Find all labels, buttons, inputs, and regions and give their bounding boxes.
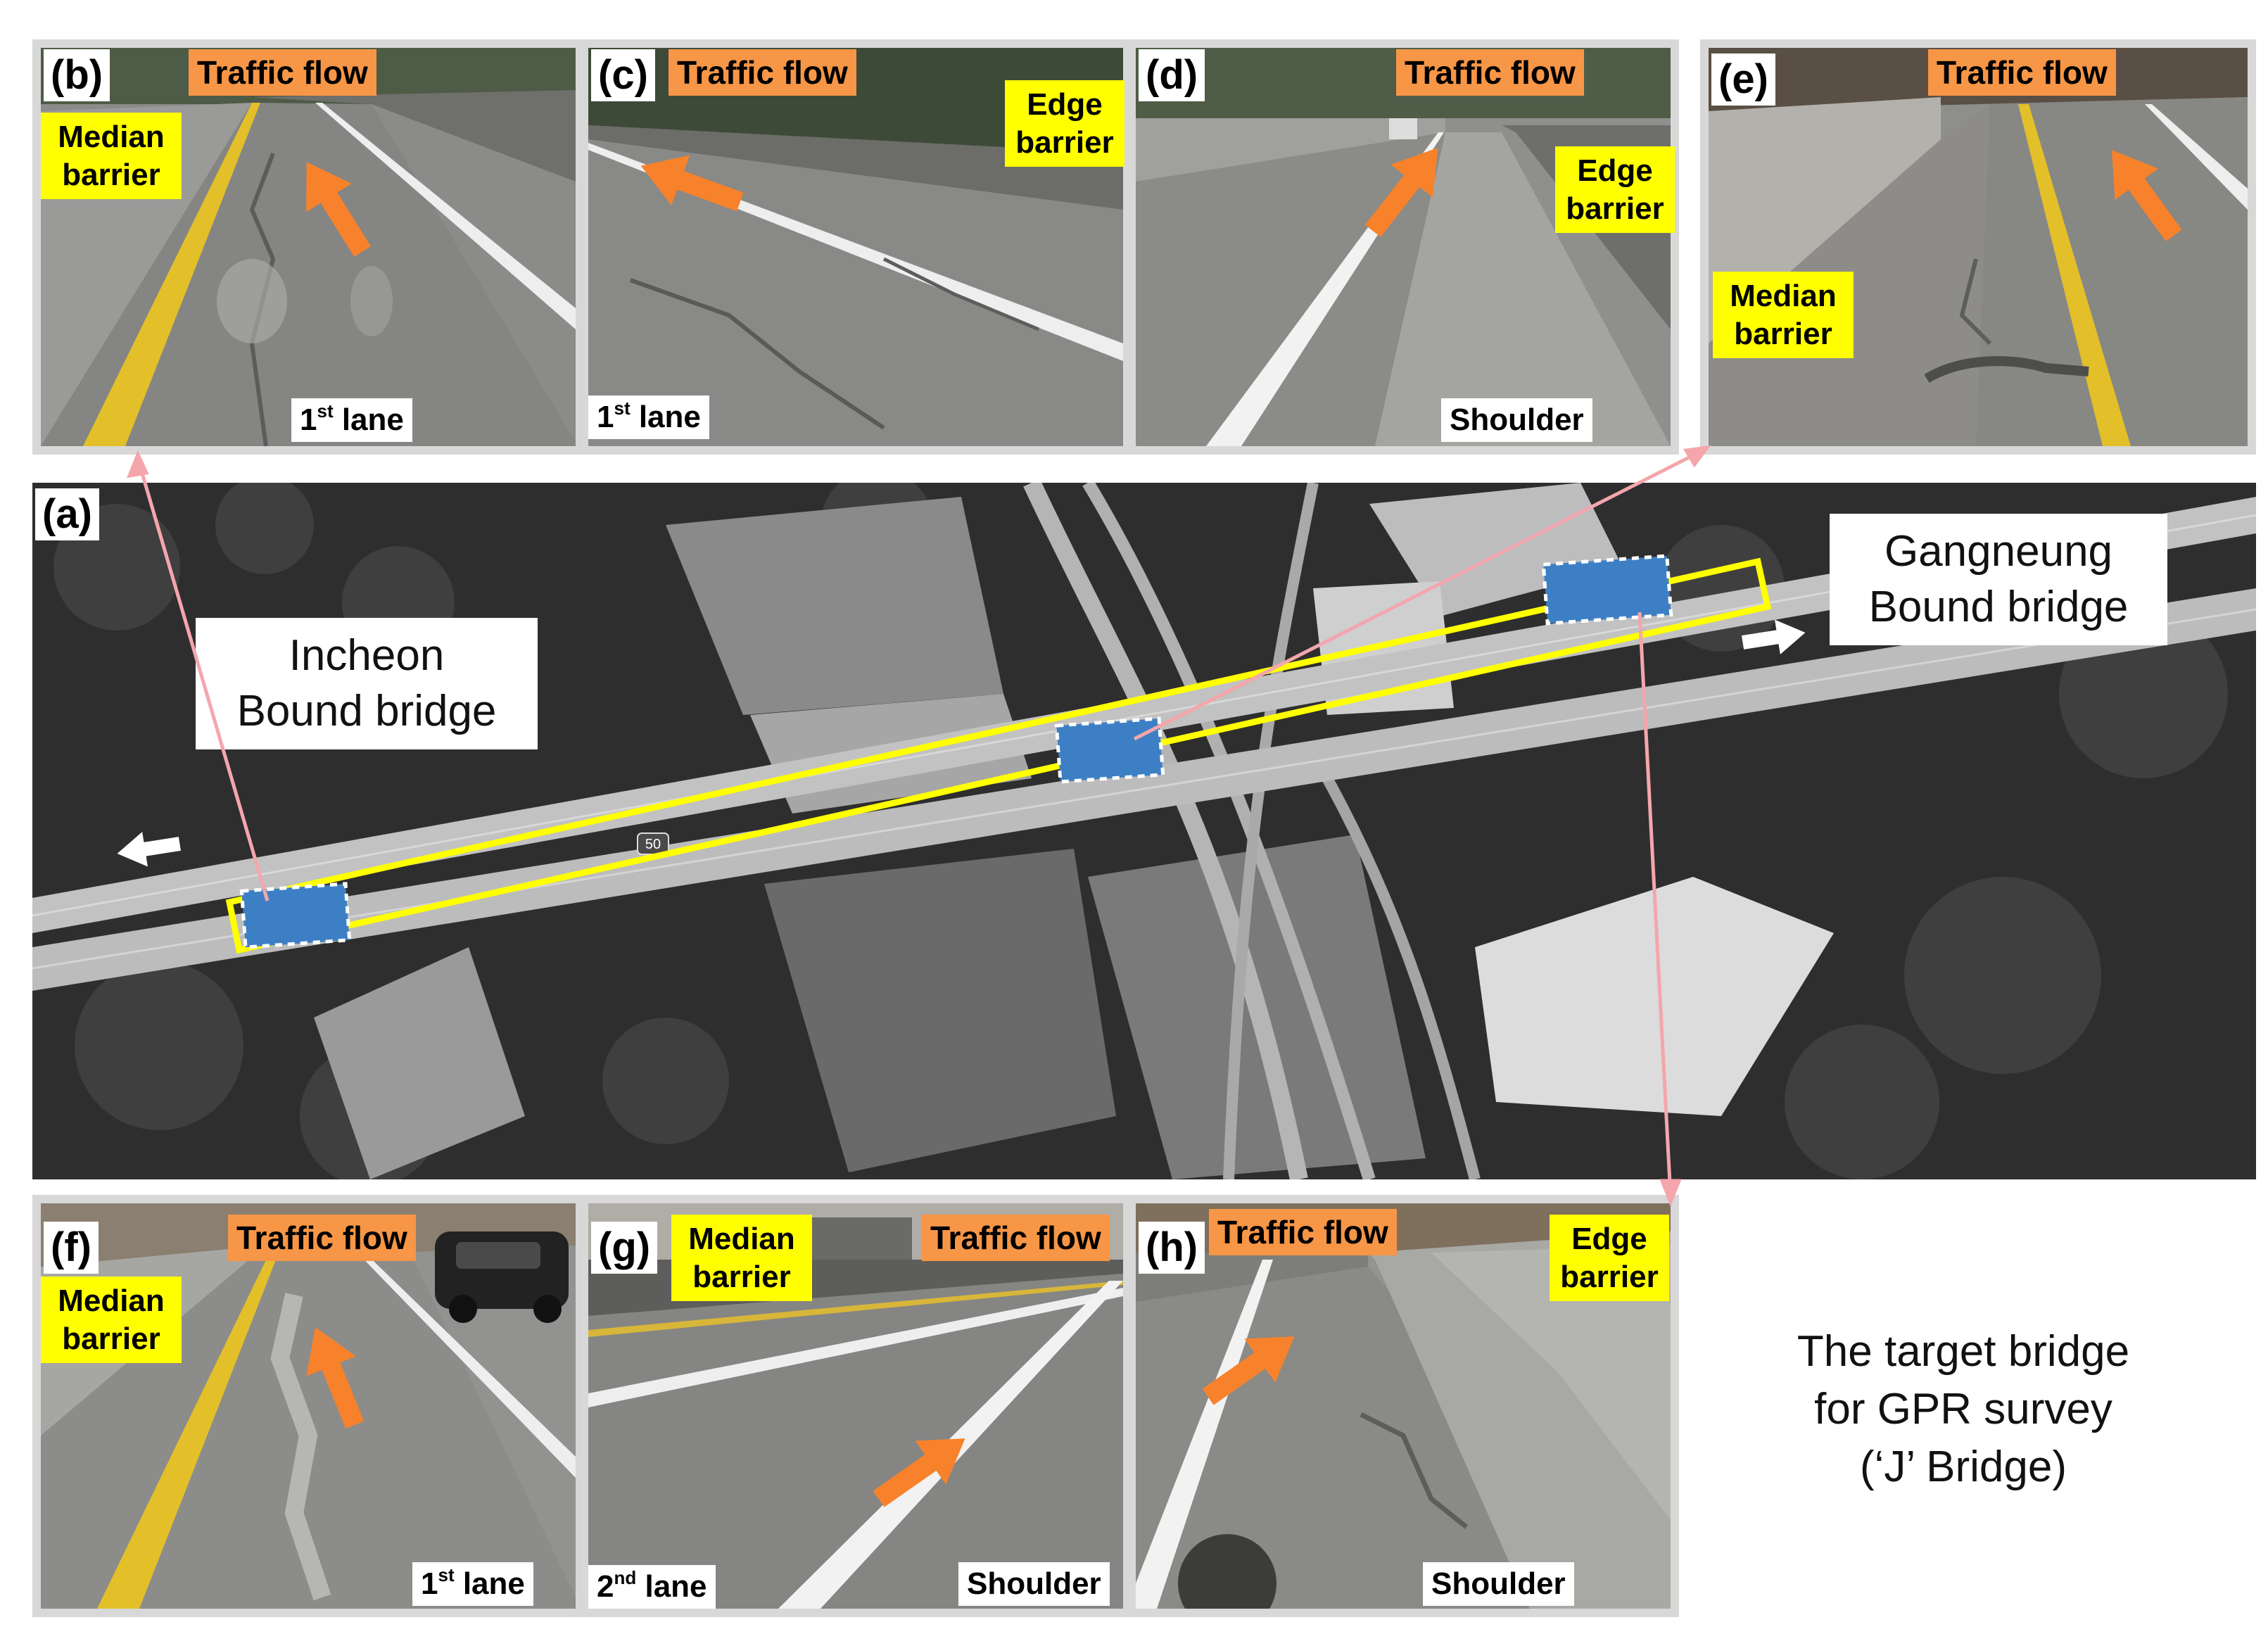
survey-zone bbox=[1054, 716, 1165, 784]
barrier-label-c: Edge barrier bbox=[1005, 80, 1125, 167]
shoulder-label-g: Shoulder bbox=[958, 1562, 1110, 1606]
photo-b bbox=[41, 48, 576, 446]
panel-label-e: (e) bbox=[1711, 53, 1775, 106]
panel-label-g: (g) bbox=[591, 1222, 658, 1274]
lane-label-h: Shoulder bbox=[1423, 1562, 1574, 1606]
arrow-icon bbox=[306, 1326, 365, 1429]
survey-zone bbox=[239, 882, 352, 949]
arrow-icon bbox=[640, 155, 744, 212]
photo-f bbox=[41, 1203, 576, 1609]
lane-label-g: 2nd lane bbox=[588, 1565, 716, 1609]
traffic-flow-label-h: Traffic flow bbox=[1209, 1209, 1397, 1255]
traffic-flow-label-g: Traffic flow bbox=[922, 1215, 1110, 1261]
traffic-flow-label-d: Traffic flow bbox=[1396, 49, 1584, 96]
photo-e bbox=[1709, 48, 2248, 446]
connector-b-arrowhead bbox=[127, 450, 149, 479]
panel-label-c: (c) bbox=[591, 49, 655, 101]
barrier-label-b: Median barrier bbox=[41, 113, 182, 200]
traffic-flow-label-f: Traffic flow bbox=[228, 1215, 416, 1261]
panel-label-f: (f) bbox=[44, 1222, 99, 1274]
panel-label-d: (d) bbox=[1139, 49, 1205, 101]
lane-label-d: Shoulder bbox=[1441, 398, 1592, 442]
barrier-label-d: Edge barrier bbox=[1555, 146, 1675, 234]
barrier-label-e: Median barrier bbox=[1713, 272, 1854, 359]
panel-label-h: (h) bbox=[1139, 1222, 1205, 1274]
arrow-icon bbox=[2111, 150, 2182, 241]
lane-label-c: 1st lane bbox=[588, 395, 709, 439]
barrier-label-f: Median barrier bbox=[41, 1277, 182, 1364]
panel-label-a: (a) bbox=[35, 488, 99, 540]
arrow-icon bbox=[1364, 147, 1438, 237]
arrow-icon bbox=[1202, 1336, 1295, 1405]
car-icon bbox=[435, 1231, 569, 1323]
traffic-flow-label-b: Traffic flow bbox=[189, 49, 376, 96]
survey-zone bbox=[1541, 554, 1673, 626]
traffic-flow-label-e: Traffic flow bbox=[1928, 49, 2116, 96]
svg-text:50: 50 bbox=[645, 837, 661, 852]
arrow-icon bbox=[306, 162, 371, 257]
traffic-flow-label-c: Traffic flow bbox=[669, 49, 856, 96]
route-shield-icon: 50 bbox=[637, 832, 669, 855]
barrier-label-g: Median barrier bbox=[671, 1215, 812, 1302]
photo-d bbox=[1136, 48, 1671, 446]
photo-g bbox=[588, 1203, 1123, 1609]
arrow-icon bbox=[873, 1438, 965, 1507]
panel-label-b: (b) bbox=[44, 49, 110, 101]
barrier-label-h: Edge barrier bbox=[1550, 1215, 1669, 1302]
lane-label-b: 1st lane bbox=[291, 398, 412, 442]
lane-label-f: 1st lane bbox=[412, 1562, 533, 1606]
